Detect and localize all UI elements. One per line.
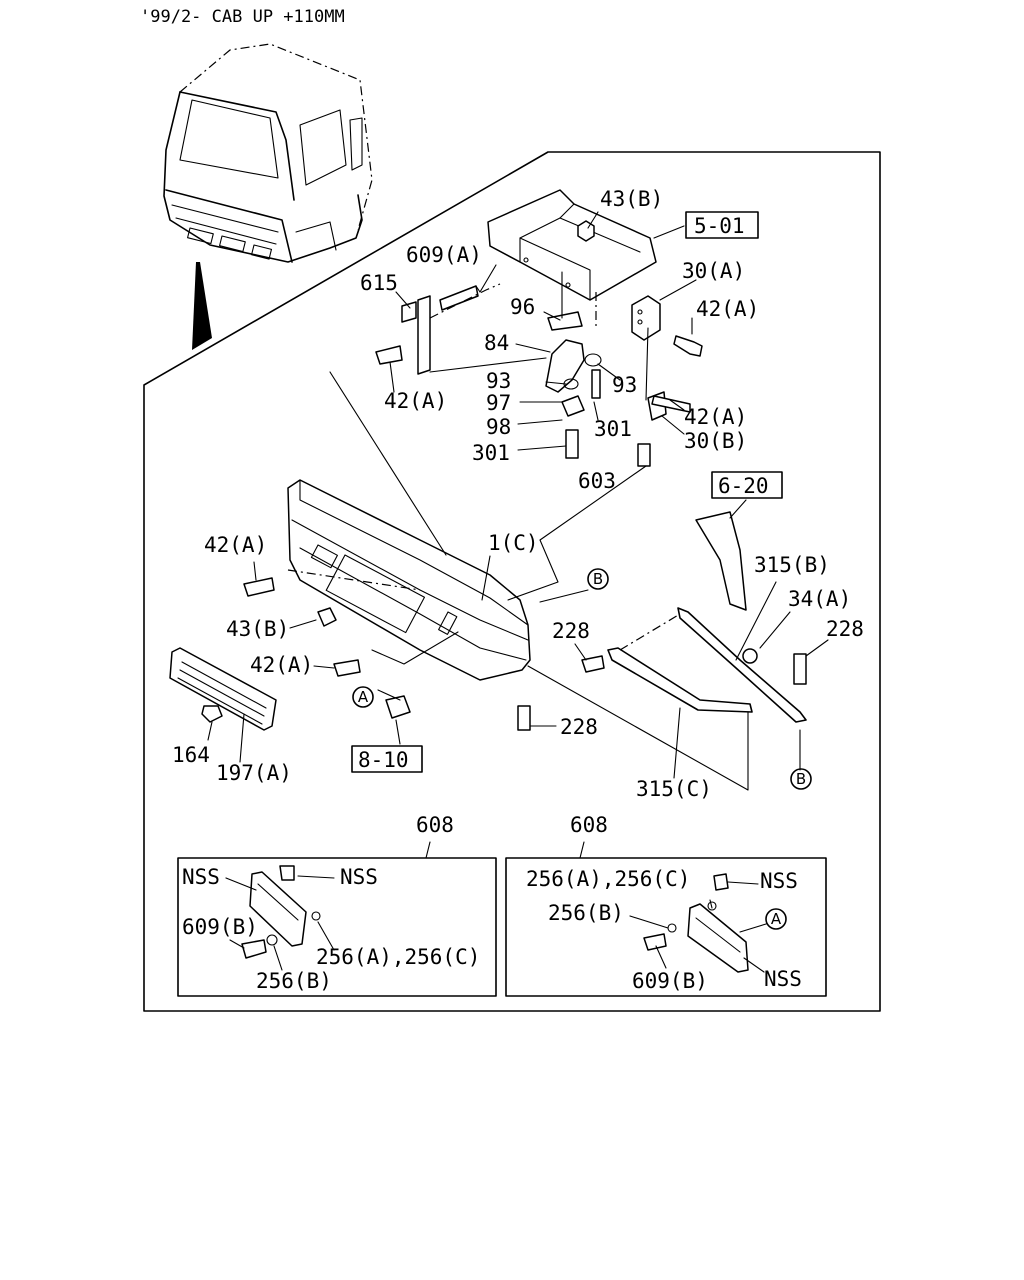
bracket-6-20 <box>695 511 747 611</box>
bolt-301-right <box>591 369 601 399</box>
bumper-1c <box>287 479 531 681</box>
bolt-42a-upper <box>375 345 403 365</box>
washer-93-right <box>584 353 602 367</box>
inset-left-nss-b: NSS <box>340 865 378 889</box>
grille-197a <box>169 647 277 731</box>
inset-right-nss-b: NSS <box>764 967 802 991</box>
label-42a-right: 42(A) <box>684 405 747 429</box>
label-615: 615 <box>360 271 398 295</box>
label-34a: 34(A) <box>788 587 851 611</box>
cab-thumbnail <box>163 43 373 350</box>
bolt-228-right <box>793 653 807 685</box>
bracket-608-right <box>687 903 749 973</box>
label-97: 97 <box>486 391 511 415</box>
leader-lines <box>207 211 829 791</box>
inset-left-nss-a: NSS <box>182 865 220 889</box>
label-301-right: 301 <box>594 417 632 441</box>
label-30a: 30(A) <box>682 259 745 283</box>
bolt-42a-lower <box>333 659 361 677</box>
inset-right-256b: 256(B) <box>548 901 624 925</box>
marker-b-top-label: B <box>593 570 603 588</box>
inset-right-part-no: 608 <box>570 813 608 837</box>
inset-right-nss-a: NSS <box>760 869 798 893</box>
label-315c: 315(C) <box>636 777 712 801</box>
bolt-603 <box>637 443 651 467</box>
label-197a: 197(A) <box>216 761 292 785</box>
crossmember-bracket <box>487 189 657 301</box>
label-98: 98 <box>486 415 511 439</box>
marker-a-label: A <box>358 688 369 706</box>
label-42a-top: 42(A) <box>696 297 759 321</box>
inset-left-box <box>177 857 497 997</box>
marker-b-bottom-label: B <box>796 770 806 788</box>
stud-609a <box>439 285 479 311</box>
main-frame <box>143 151 881 1012</box>
inset-right-609b: 609(B) <box>632 969 708 993</box>
ref-box-5-01 <box>685 211 759 239</box>
ref-5-01: 5-01 <box>694 214 745 238</box>
nut-34a <box>742 648 758 664</box>
label-42a-upper: 42(A) <box>384 389 447 413</box>
label-42a-left: 42(A) <box>204 533 267 557</box>
label-228-bottom: 228 <box>560 715 598 739</box>
marker-a <box>352 686 374 708</box>
inset-marker-a-label: A <box>771 910 782 928</box>
clip-nss-left <box>279 865 295 881</box>
marker-b-top <box>587 568 609 590</box>
clip-96 <box>547 311 583 331</box>
inset-right-256ac: 256(A),256(C) <box>526 867 690 891</box>
clip-8-10 <box>385 695 411 719</box>
nut-43b <box>317 607 337 627</box>
label-96: 96 <box>510 295 535 319</box>
ref-box-6-20 <box>711 471 783 499</box>
label-43b-left: 43(B) <box>226 617 289 641</box>
label-93-left: 93 <box>486 369 511 393</box>
inset-marker-a <box>765 908 787 930</box>
bolt-42a-left <box>243 577 275 597</box>
inset-left: 608 NSS NSS 609(B) 256(A),256(C) 256(B) <box>177 813 497 997</box>
ref-box-8-10 <box>351 745 423 773</box>
label-301-left: 301 <box>472 441 510 465</box>
bracket-30a <box>631 295 661 341</box>
label-43b-top: 43(B) <box>600 187 663 211</box>
label-93-right: 93 <box>612 373 637 397</box>
label-164: 164 <box>172 743 210 767</box>
bolt-228-bottom <box>517 705 531 731</box>
inset-right-box <box>505 857 827 997</box>
bolt-609b-left <box>241 939 267 959</box>
label-1c: 1(C) <box>488 531 539 555</box>
inset-left-256b: 256(B) <box>256 969 332 993</box>
inset-left-part-no: 608 <box>416 813 454 837</box>
bracket-608-left <box>249 871 307 947</box>
stay-315c <box>607 647 753 713</box>
label-30b: 30(B) <box>684 429 747 453</box>
label-315b: 315(B) <box>754 553 830 577</box>
label-603: 603 <box>578 469 616 493</box>
marker-b-bottom <box>790 768 812 790</box>
clip-nss-right <box>713 873 729 891</box>
stay-315b <box>677 607 807 723</box>
label-228-mid: 228 <box>552 619 590 643</box>
bolt-228-mid <box>581 655 605 673</box>
inset-left-609b: 609(B) <box>182 915 258 939</box>
bolt-301-left <box>565 429 579 459</box>
part-98 <box>561 395 585 417</box>
label-609a: 609(A) <box>406 243 482 267</box>
label-228-right: 228 <box>826 617 864 641</box>
inset-left-256ac: 256(A),256(C) <box>316 945 480 969</box>
inset-right: 608 A 256(A),256(C) NSS 256(B) 609(B) NS… <box>505 813 827 997</box>
nut-615 <box>401 301 417 323</box>
bolt-42a-top <box>673 335 703 357</box>
ref-8-10: 8-10 <box>358 748 409 772</box>
bolt-609b-right <box>643 933 667 951</box>
bracket-615 <box>417 295 431 375</box>
label-84: 84 <box>484 331 509 355</box>
diagram-title: '99/2- CAB UP +110MM <box>140 7 345 27</box>
label-42a-lower: 42(A) <box>250 653 313 677</box>
hook-84 <box>545 339 585 393</box>
ref-6-20: 6-20 <box>718 474 769 498</box>
